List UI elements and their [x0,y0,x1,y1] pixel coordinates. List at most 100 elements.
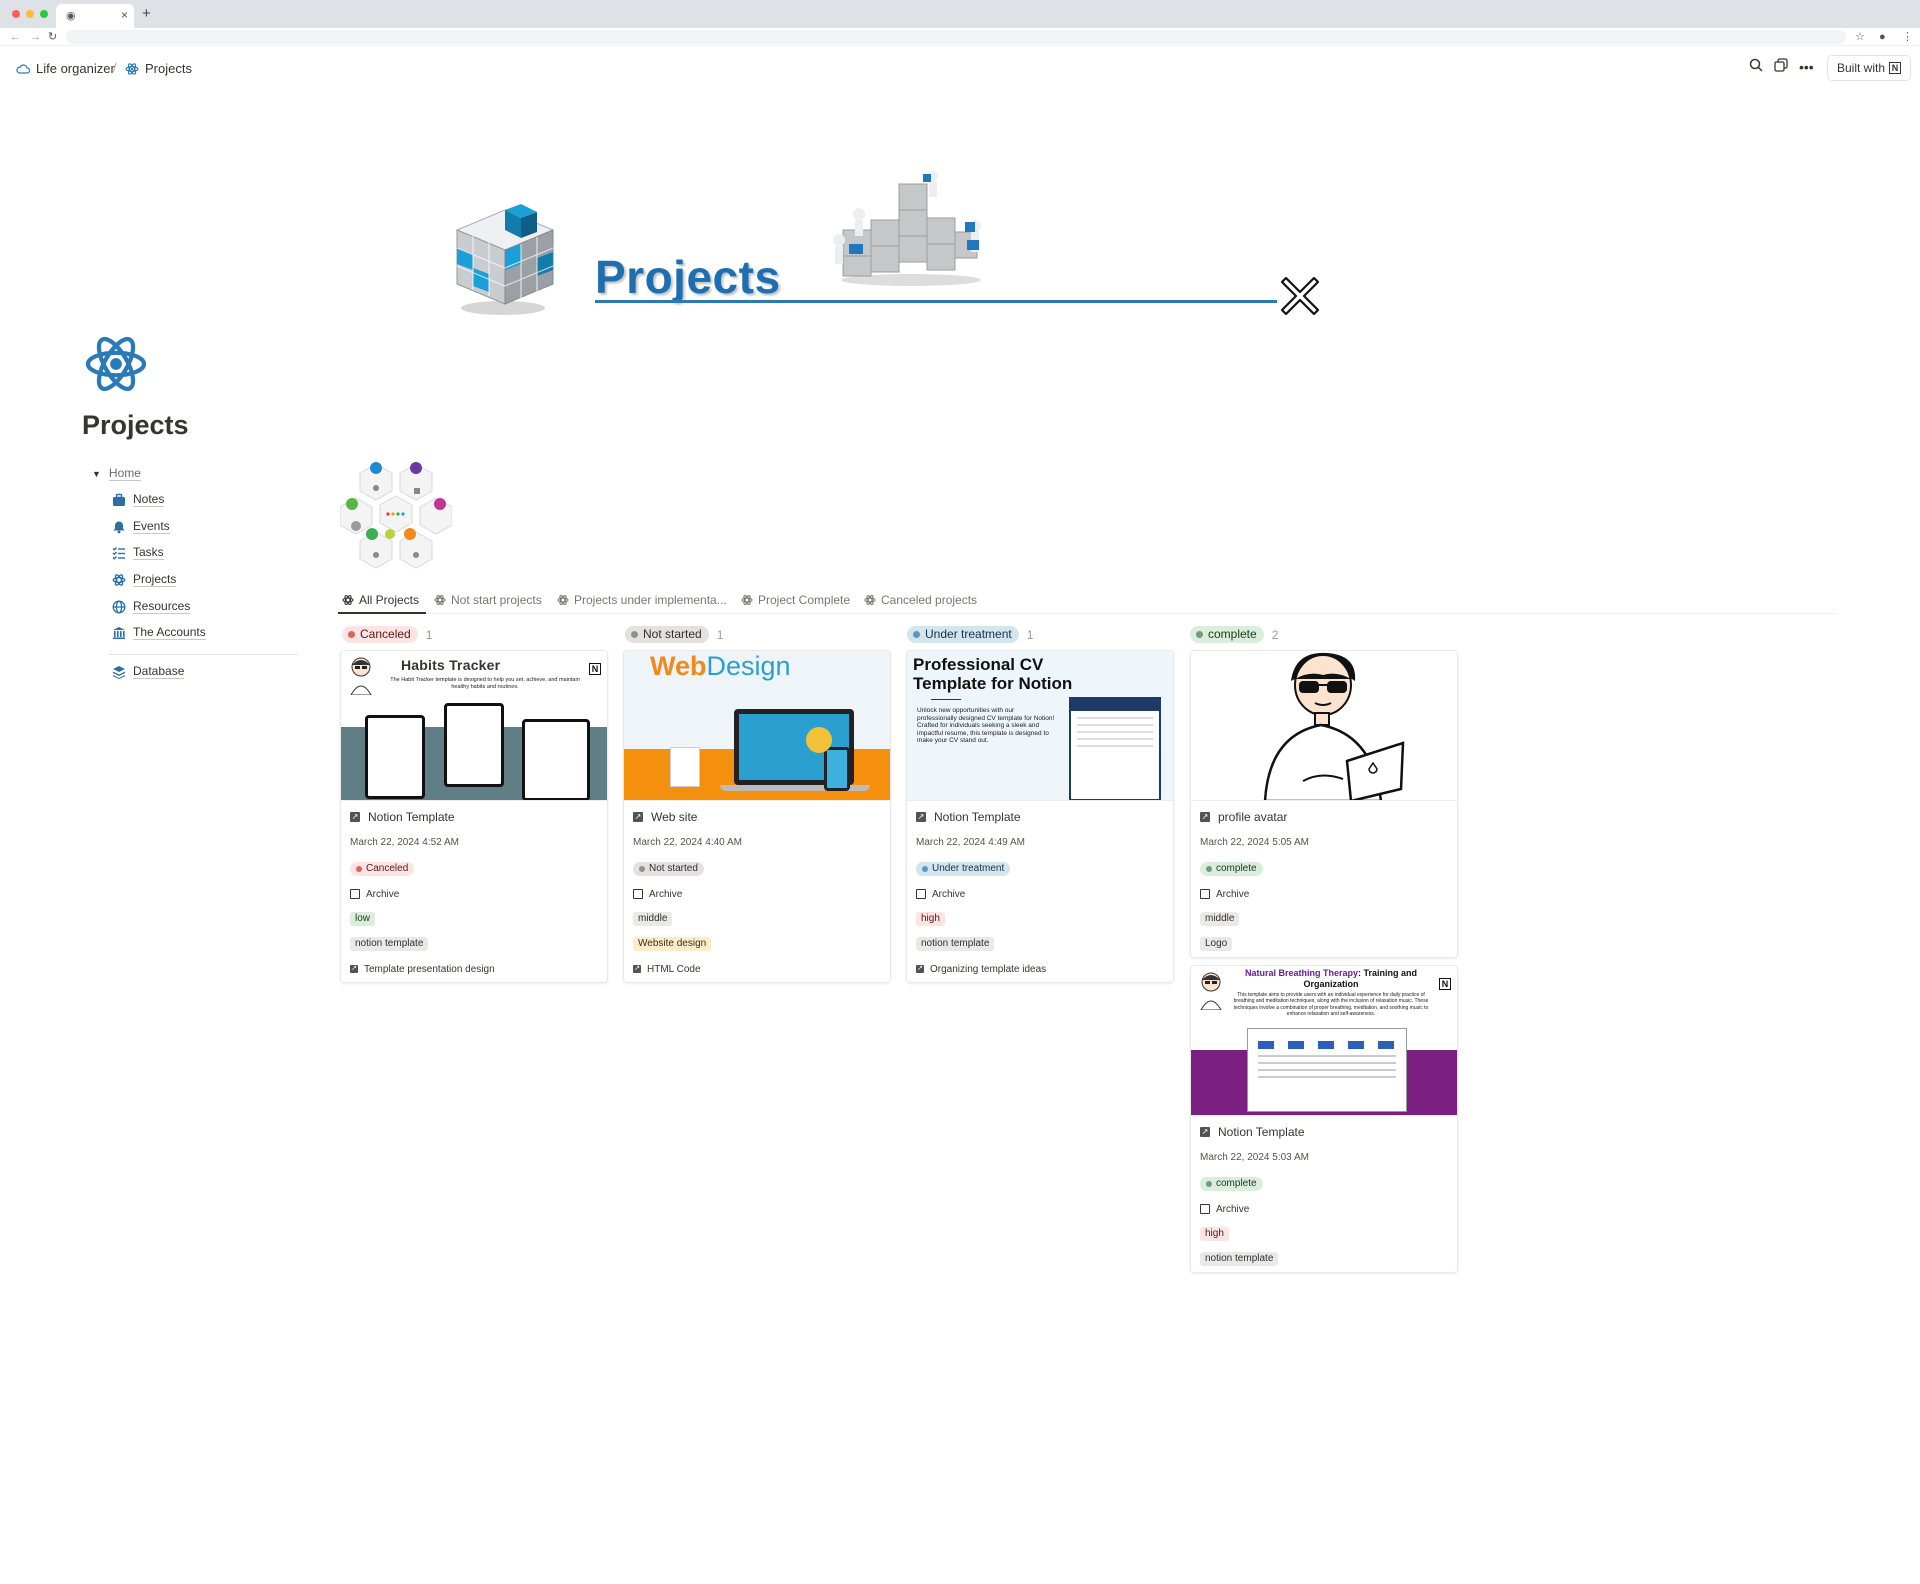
built-with-notion-button[interactable]: Built with N [1827,55,1911,81]
sidebar-item-label: Notes [133,492,165,507]
archive-label: Archive [366,888,400,900]
sidebar-item-accounts[interactable]: The Accounts [112,625,206,640]
tab-label: Not start projects [451,593,542,607]
status-dot-icon [1196,631,1203,638]
profile-icon[interactable]: ● [1879,31,1886,43]
back-icon[interactable]: ← [10,31,21,43]
globe-icon [112,600,126,613]
sidebar-item-home[interactable]: ▼ Home [92,466,141,481]
card-cover-image: Professional CV Template for Notion Unlo… [907,651,1173,801]
sidebar-item-events[interactable]: Events [112,519,170,534]
card-date: March 22, 2024 4:40 AM [633,837,742,848]
reload-icon[interactable]: ↻ [48,31,58,43]
breadcrumb-page[interactable]: Projects [125,61,192,76]
banner-underline [595,300,1277,303]
address-bar[interactable] [66,30,1846,44]
column-count: 1 [716,627,724,642]
tab-all-projects[interactable]: All Projects [342,590,419,610]
sidebar-item-database[interactable]: Database [112,664,185,679]
page-atom-icon[interactable] [84,332,148,401]
category-tag: Website design [633,937,712,951]
bell-icon [113,521,125,533]
sidebar-home-label: Home [108,466,141,481]
duplicate-icon[interactable] [1774,58,1788,77]
sidebar-item-tasks[interactable]: Tasks [112,545,164,560]
database-views-bar: All Projects Not start projects Projects… [338,586,1836,614]
tab-project-complete[interactable]: Project Complete [741,590,850,610]
tab-not-start-projects[interactable]: Not start projects [434,590,542,610]
tab-close-icon[interactable]: × [120,8,128,22]
link-arrow-icon: ↗ [916,965,924,973]
minimize-window-button[interactable] [26,10,34,18]
board-column-header[interactable]: Canceled 1 [342,626,432,643]
atom-icon [125,62,139,75]
archive-checkbox[interactable] [1200,1204,1210,1214]
board-column-header[interactable]: Under treatment 1 [907,626,1033,643]
caret-down-icon[interactable]: ▼ [92,468,101,479]
page-title: Projects [82,410,189,440]
column-status-label: Canceled [360,627,411,641]
board-card[interactable]: Natural Breathing Therapy: Training and … [1190,965,1458,1273]
status-dot-icon [913,631,920,638]
close-window-button[interactable] [12,10,20,18]
cover-subtitle: Unlock new opportunities with our profes… [917,707,1055,745]
board-column-header[interactable]: Not started 1 [625,626,723,643]
breadcrumb-page-label: Projects [145,61,192,76]
maximize-window-button[interactable] [40,10,48,18]
priority-tag: high [1200,1227,1229,1241]
breadcrumb-workspace-label: Life organizer [36,61,115,76]
status-badge: Canceled [342,626,418,643]
priority-tag: middle [633,912,673,926]
status-dot-icon [639,866,645,872]
search-icon[interactable] [1749,58,1763,77]
card-title: Web site [651,810,698,824]
close-x-icon [1280,276,1320,323]
column-status-label: complete [1208,627,1257,641]
column-count: 2 [1271,627,1279,642]
status-badge: Under treatment [916,862,1011,876]
archive-checkbox[interactable] [350,889,360,899]
sidebar-item-notes[interactable]: Notes [112,492,165,507]
relation-link[interactable]: ↗Organizing template ideas [916,964,1046,975]
status-label: Canceled [366,863,409,874]
board-column-header[interactable]: complete 2 [1190,626,1278,643]
sidebar-item-resources[interactable]: Resources [112,599,191,614]
tab-canceled-projects[interactable]: Canceled projects [864,590,977,610]
archive-checkbox[interactable] [916,889,926,899]
board-card[interactable]: Habits Tracker The Habit Tracker templat… [340,650,608,983]
status-dot-icon [631,631,638,638]
bookmark-star-icon[interactable]: ☆ [1855,31,1865,43]
board-card[interactable]: WebDesign ↗Web site March 22, 2024 4:40 … [623,650,891,983]
sidebar-item-projects[interactable]: Projects [112,572,177,587]
archive-label: Archive [932,888,966,900]
card-cover-image: Natural Breathing Therapy: Training and … [1191,966,1457,1116]
board-card[interactable]: Professional CV Template for Notion Unlo… [906,650,1174,983]
briefcase-icon [113,493,125,506]
status-label: Under treatment [932,863,1005,874]
archive-checkbox[interactable] [1200,889,1210,899]
tab-projects-under-implementation[interactable]: Projects under implementa... [557,590,727,610]
archive-checkbox[interactable] [633,889,643,899]
category-tag: notion template [350,937,429,951]
layers-icon [113,665,125,679]
banner-title: Projects [595,251,781,303]
relation-label: HTML Code [647,963,701,975]
browser-tab[interactable]: ◉ × [56,4,134,28]
atom-icon [864,595,876,605]
breadcrumb-separator: / [113,60,117,75]
column-count: 1 [425,627,433,642]
status-dot-icon [922,866,928,872]
tab-label: Projects under implementa... [574,593,727,607]
status-label: complete [1216,1178,1257,1189]
link-arrow-icon: ↗ [1200,1127,1210,1137]
relation-link[interactable]: ↗HTML Code [633,964,701,975]
new-tab-button[interactable]: + [142,5,151,22]
board-card[interactable]: ↗profile avatar March 22, 2024 5:05 AM c… [1190,650,1458,958]
card-title: Notion Template [368,810,455,824]
forward-icon[interactable]: → [30,31,41,43]
more-options-icon[interactable]: ••• [1799,59,1814,75]
checklist-icon [112,546,125,560]
browser-menu-icon[interactable]: ⋮ [1902,31,1913,43]
relation-link[interactable]: ↗Template presentation design [350,964,495,975]
breadcrumb-workspace[interactable]: Life organizer [16,61,115,76]
